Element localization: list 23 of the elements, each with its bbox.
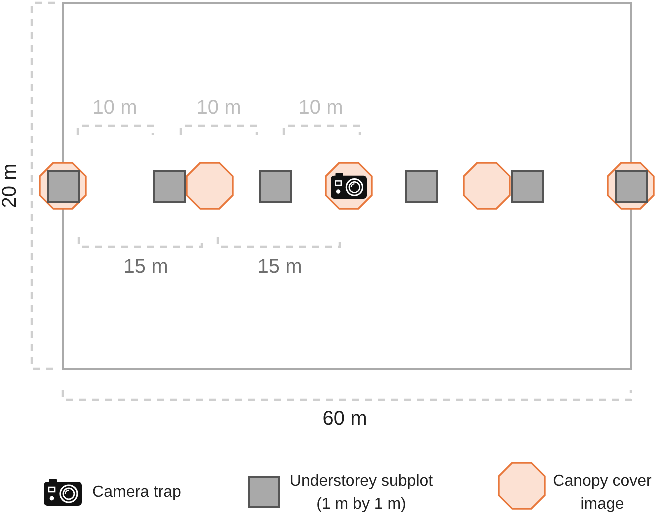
- canopy-octagon: [39, 162, 87, 210]
- legend-label: Canopy cover image: [552, 472, 653, 515]
- subplot-square: [259, 170, 292, 203]
- dimension-label: 15 m: [124, 257, 168, 277]
- canopy-octagon: [325, 162, 373, 210]
- dimension-label: 10 m: [298, 98, 344, 118]
- subplot-square: [511, 170, 544, 203]
- plot-rectangle: [62, 2, 632, 370]
- canopy-octagon: [463, 162, 511, 210]
- dimension-label: 20 m: [0, 164, 20, 208]
- canopy-octagon: [607, 162, 655, 210]
- legend-label: Understorey subplot (1 m by 1 m): [288, 472, 434, 515]
- camera-icon: [331, 173, 367, 199]
- dimension-label: 15 m: [258, 257, 302, 277]
- subplot-square: [615, 170, 648, 203]
- canopy-octagon: [186, 162, 234, 210]
- subplot-square: [47, 170, 80, 203]
- legend-label: Camera trap: [92, 483, 182, 503]
- subplot-square: [405, 170, 438, 203]
- dimension-label: 60 m: [322, 409, 368, 429]
- dimension-label: 10 m: [92, 98, 138, 118]
- subplot-square: [153, 170, 186, 203]
- dimension-label: 10 m: [196, 98, 242, 118]
